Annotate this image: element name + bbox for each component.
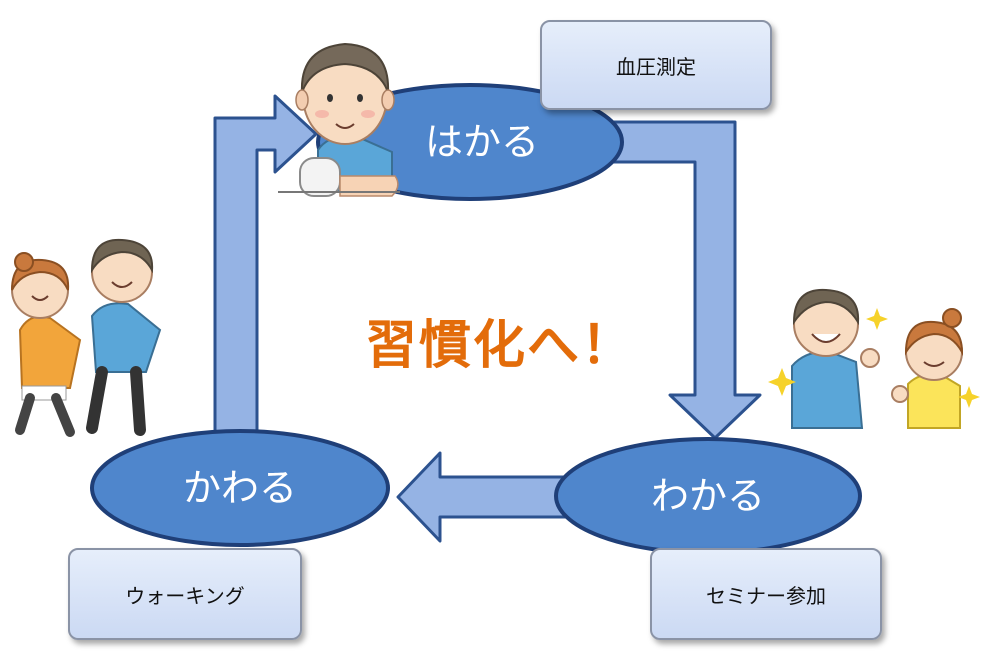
arrow-change-to-measure <box>213 94 318 442</box>
box-walking: ウォーキング <box>68 548 302 640</box>
node-measure-label: はかる <box>425 120 539 164</box>
box-blood-pressure: 血圧測定 <box>540 20 772 110</box>
couple-ok-sign-icon <box>768 288 980 429</box>
box-seminar: セミナー参加 <box>650 548 882 640</box>
arrow-measure-to-understand <box>598 120 762 440</box>
node-change-label: かわる <box>183 466 297 510</box>
box-seminar-label: セミナー参加 <box>706 583 826 608</box>
couple-walking-icon <box>11 238 162 437</box>
man-measuring-blood-pressure-icon <box>278 42 400 197</box>
box-walking-label: ウォーキング <box>125 583 245 608</box>
center-slogan: 習慣化へ！ <box>364 315 635 376</box>
box-blood-pressure-label: 血圧測定 <box>616 54 696 79</box>
arrow-understand-to-change <box>396 451 572 543</box>
node-understand-label: わかる <box>651 474 765 518</box>
node-change: かわる <box>90 429 390 547</box>
node-measure: はかる <box>316 83 624 201</box>
node-understand: わかる <box>554 437 862 555</box>
